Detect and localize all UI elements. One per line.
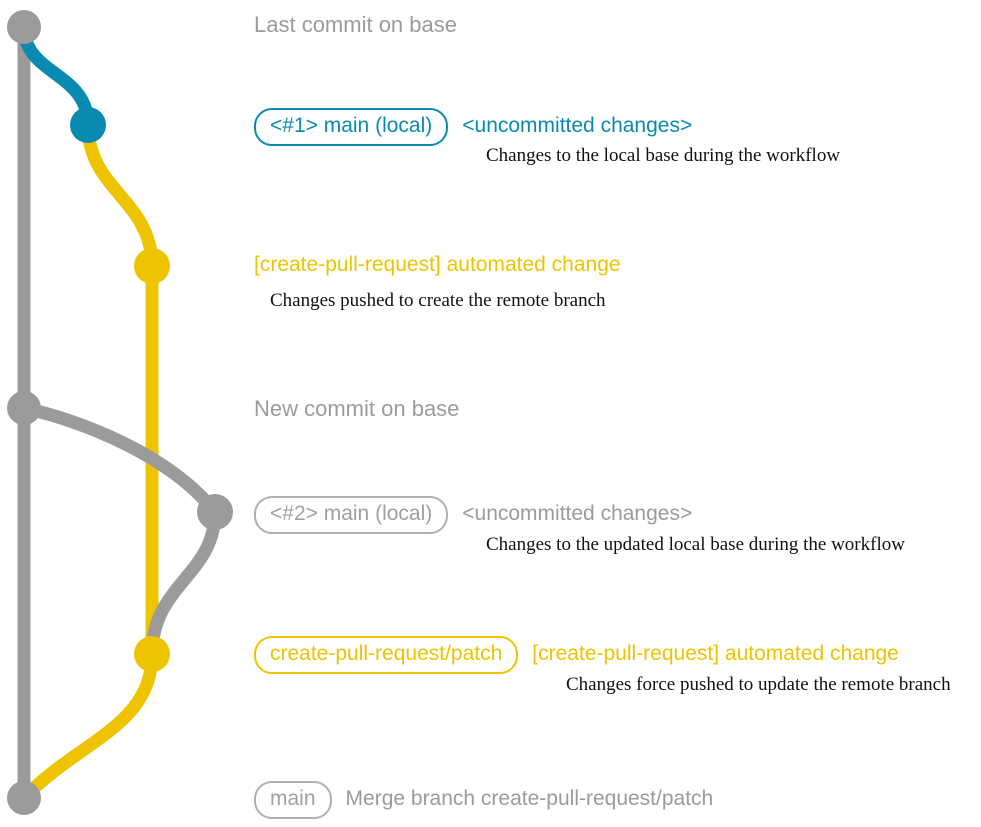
edge-local1-to-remote1 <box>81 118 159 273</box>
row-merge-commit: main Merge branch create-pull-request/pa… <box>254 781 713 819</box>
commit-subject-local-1: <uncommitted changes> <box>462 114 693 137</box>
commit-node-remote-1[interactable] <box>134 248 170 284</box>
edge-local2-to-remote2 <box>145 505 222 661</box>
branch-pill-main-local-2[interactable]: <#2> main (local) <box>254 496 449 534</box>
commit-subject-remote-1: [create-pull-request] automated change <box>254 253 621 276</box>
commit-note-local-2: Changes to the updated local base during… <box>486 534 905 555</box>
branch-pill-main[interactable]: main <box>254 781 332 819</box>
commit-subject-local-2: <uncommitted changes> <box>462 502 693 525</box>
commit-subject-merge: Merge branch create-pull-request/patch <box>345 787 714 810</box>
commit-note-remote-2: Changes force pushed to update the remot… <box>566 674 951 695</box>
commit-note-remote-1: Changes pushed to create the remote bran… <box>270 290 606 311</box>
commit-subject-remote-2: [create-pull-request] automated change <box>532 642 899 665</box>
commit-node-local-1[interactable] <box>70 107 106 143</box>
label-last-commit-on-base: Last commit on base <box>254 12 457 37</box>
commit-node-base-merged[interactable] <box>7 781 41 815</box>
branch-pill-main-local-1[interactable]: <#1> main (local) <box>254 108 449 146</box>
edge-remote2-to-merged <box>17 647 159 805</box>
commit-graph <box>7 10 233 815</box>
commit-node-remote-2[interactable] <box>134 636 170 672</box>
commit-node-local-2[interactable] <box>197 494 233 530</box>
label-new-commit-on-base: New commit on base <box>254 396 460 421</box>
edge-basenew-to-local2 <box>17 401 222 519</box>
row-remote-commit-1: [create-pull-request] automated change <box>254 253 621 277</box>
commit-note-local-1: Changes to the local base during the wor… <box>486 145 841 166</box>
row-remote-commit-2: create-pull-request/patch [create-pull-r… <box>254 636 899 674</box>
commit-node-base-new[interactable] <box>7 391 41 425</box>
commit-node-base-head[interactable] <box>7 10 41 44</box>
branch-pill-create-pull-request-patch[interactable]: create-pull-request/patch <box>254 636 519 674</box>
row-local-commit-2: <#2> main (local) <uncommitted changes> <box>254 496 692 534</box>
row-local-commit-1: <#1> main (local) <uncommitted changes> <box>254 108 692 146</box>
